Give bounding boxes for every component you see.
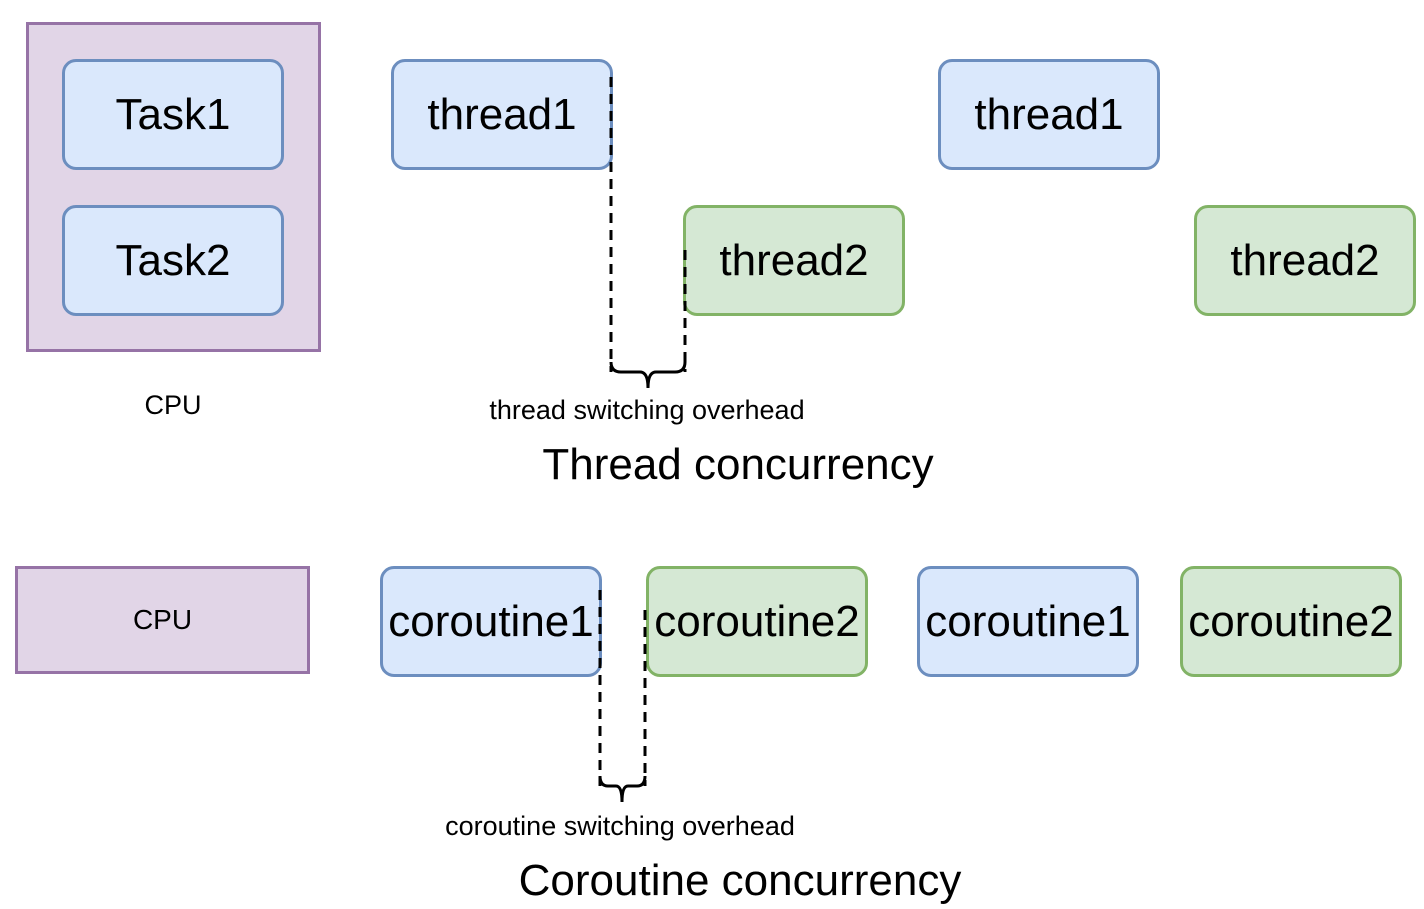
coroutine1-box-second: coroutine1 [917, 566, 1139, 677]
coroutine1-label-second: coroutine1 [925, 596, 1131, 646]
task1-label: Task1 [115, 89, 231, 139]
coroutine2-box-second: coroutine2 [1180, 566, 1402, 677]
thread1-label-first: thread1 [427, 89, 577, 139]
coroutine-concurrency-title: Coroutine concurrency [518, 856, 962, 905]
coroutine-overhead-label: coroutine switching overhead [445, 811, 795, 841]
cpu-container-coroutine: CPU [15, 566, 310, 674]
thread2-box-second: thread2 [1194, 205, 1416, 316]
thread2-label-first: thread2 [719, 235, 869, 285]
thread1-box-second: thread1 [938, 59, 1160, 170]
task2-box: Task2 [62, 205, 284, 316]
task1-box: Task1 [62, 59, 284, 170]
thread-concurrency-title: Thread concurrency [542, 440, 934, 489]
coroutine2-label-first: coroutine2 [654, 596, 860, 646]
thread1-box-first: thread1 [391, 59, 613, 170]
thread-switch-brace [609, 361, 687, 389]
coroutine1-label-first: coroutine1 [388, 596, 594, 646]
coroutine2-box-first: coroutine2 [646, 566, 868, 677]
thread2-label-second: thread2 [1230, 235, 1380, 285]
thread-overhead-label: thread switching overhead [489, 395, 805, 425]
task2-label: Task2 [115, 235, 231, 285]
thread1-label-second: thread1 [974, 89, 1124, 139]
coroutine-switch-brace [598, 775, 647, 803]
coroutine1-box-first: coroutine1 [380, 566, 602, 677]
coroutine2-label-second: coroutine2 [1188, 596, 1394, 646]
thread2-box-first: thread2 [683, 205, 905, 316]
cpu-label-coroutine: CPU [132, 604, 193, 635]
cpu-label-thread: CPU [144, 390, 202, 420]
